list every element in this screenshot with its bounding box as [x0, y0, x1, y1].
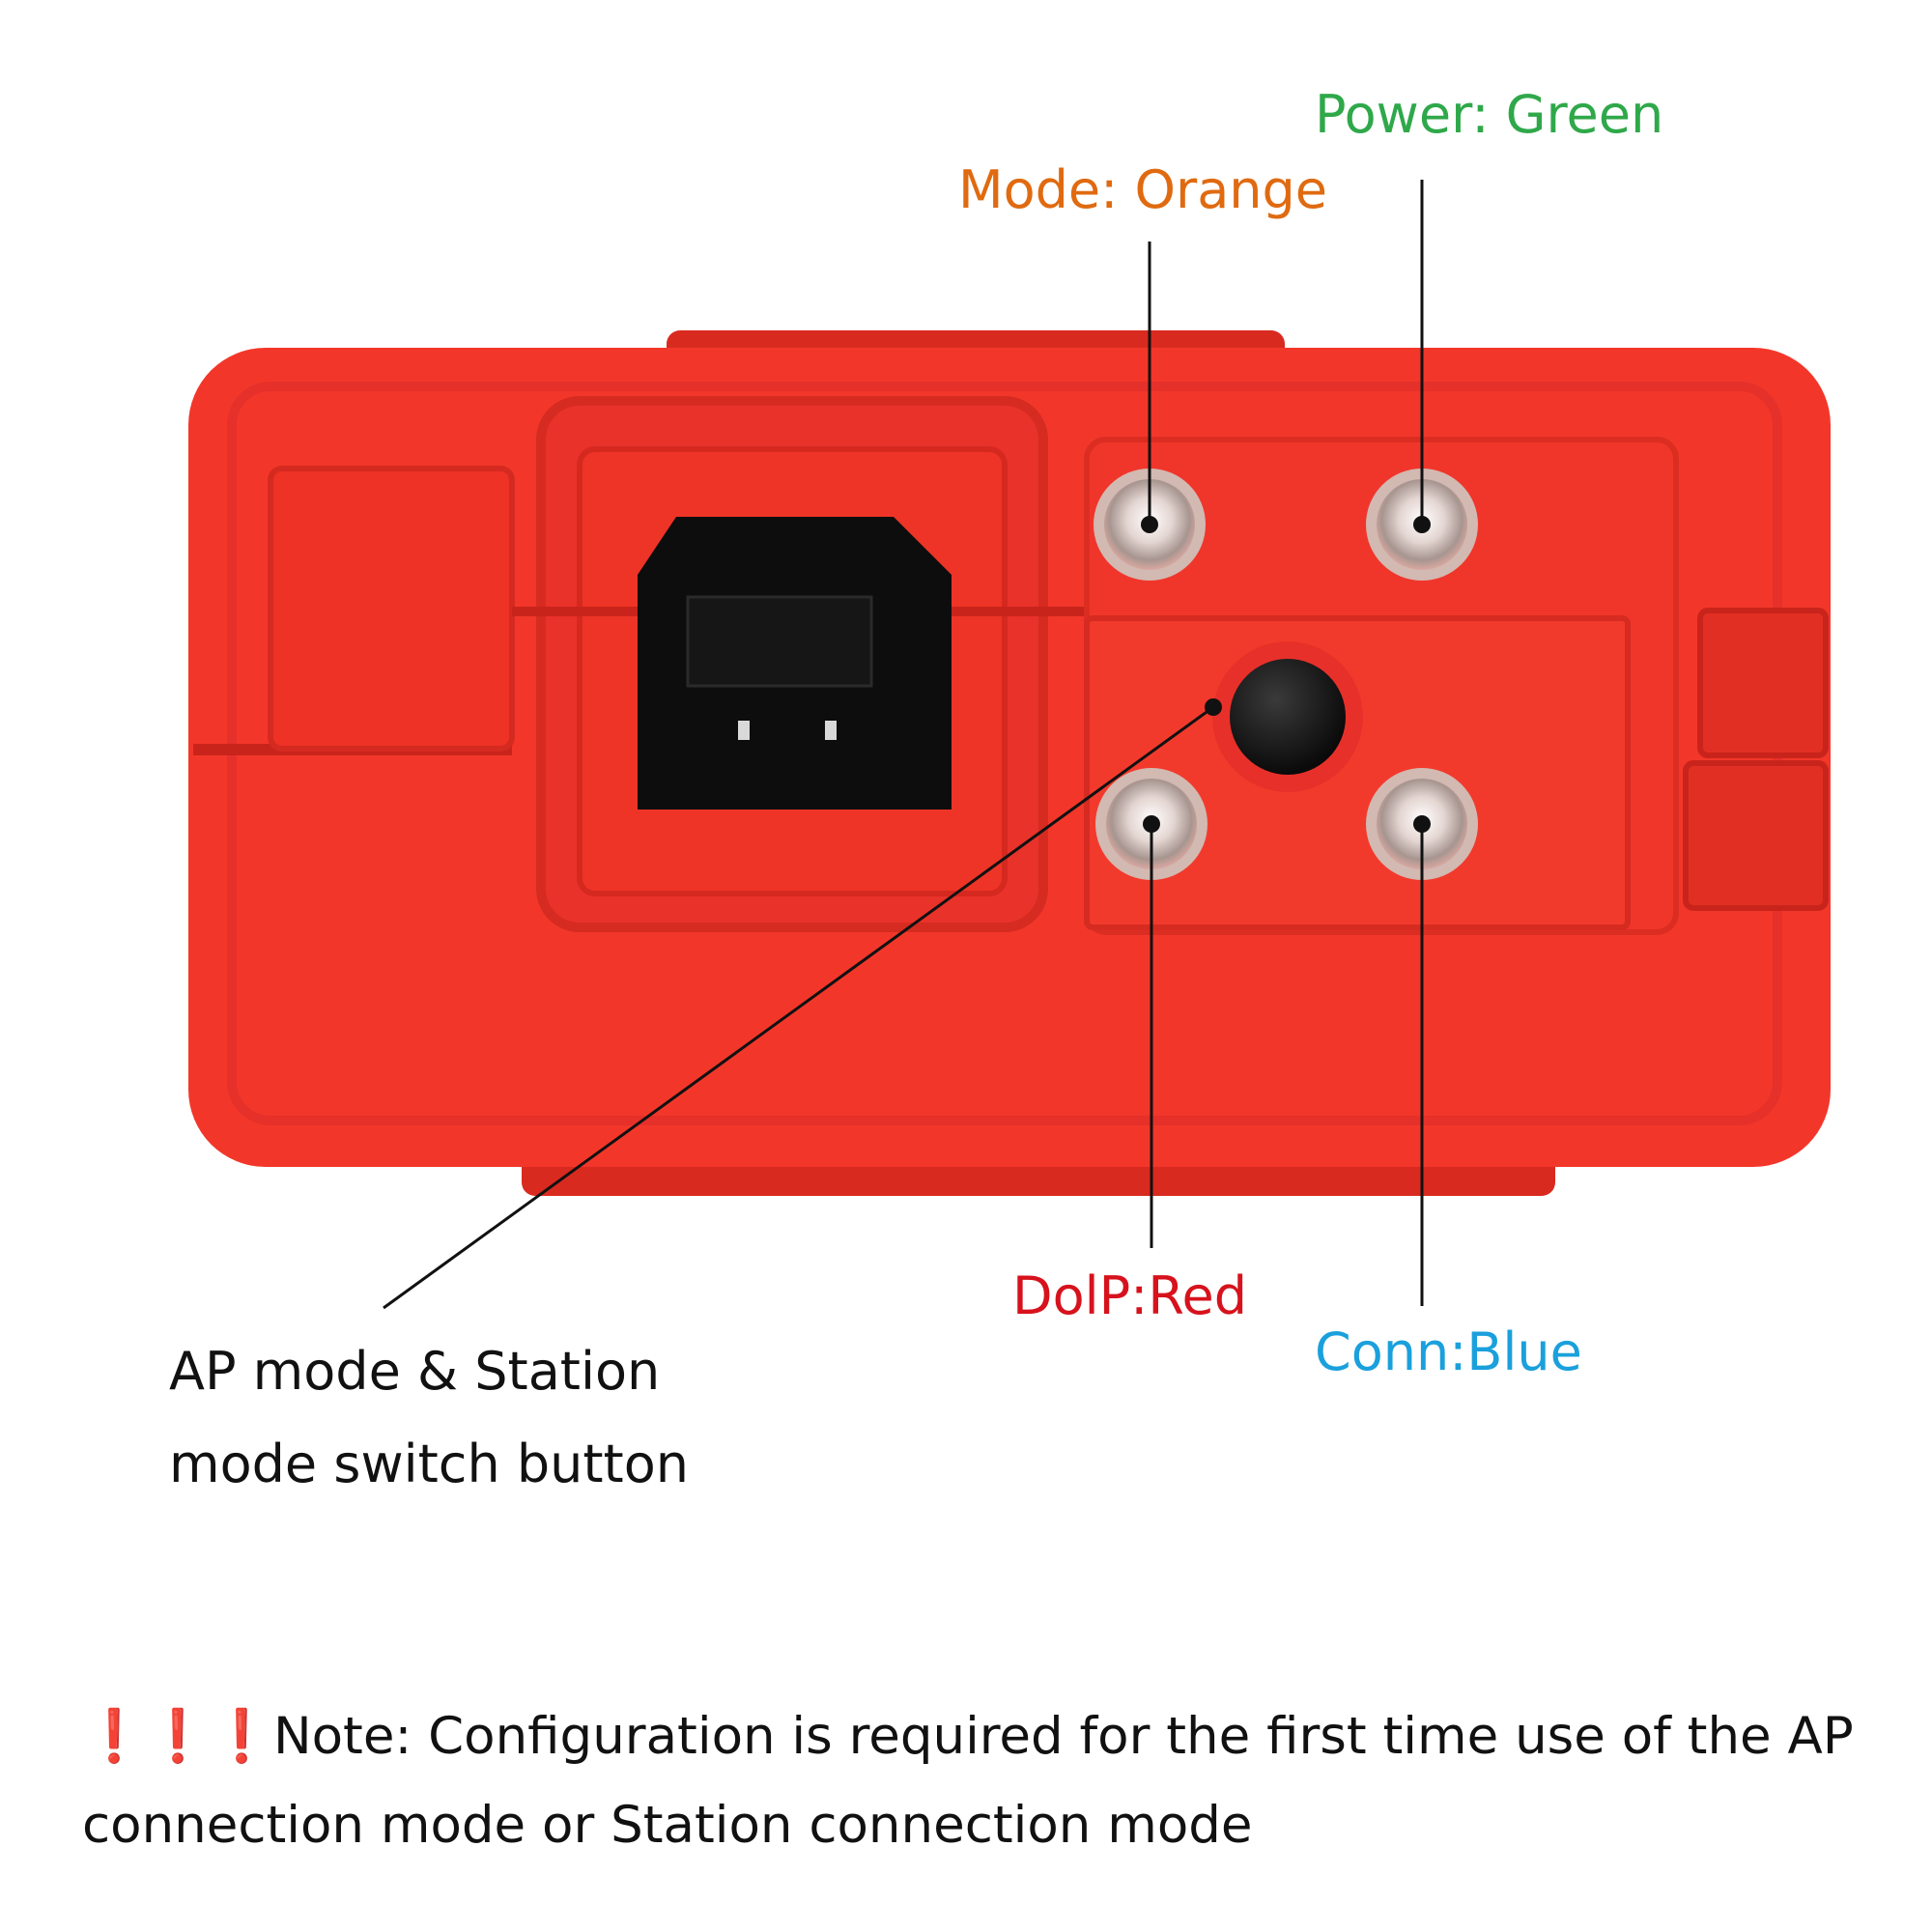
side-clip-lower [1686, 763, 1826, 908]
dolp-led-label: DolP:Red [1012, 1265, 1247, 1326]
left-panel [270, 469, 512, 749]
power-led-label: Power: Green [1315, 84, 1663, 145]
conn-led-label: Conn:Blue [1315, 1321, 1582, 1382]
ap-switch-label: AP mode & Station mode switch button [169, 1325, 768, 1511]
push-button-icon[interactable] [1230, 659, 1346, 775]
usb-b-pin-right [825, 721, 837, 740]
configuration-note: ❗❗❗Note: Configuration is required for t… [82, 1692, 1860, 1870]
warning-icon: ❗❗❗ [82, 1707, 273, 1766]
configuration-note-text: Note: Configuration is required for the … [82, 1707, 1854, 1855]
usb-b-port-tongue [688, 597, 871, 686]
leader-dot-ap-switch [1205, 698, 1222, 716]
ap-switch-label-line1: AP mode & Station [169, 1341, 660, 1402]
ap-switch-label-line2: mode switch button [169, 1434, 689, 1494]
usb-b-pin-left [738, 721, 750, 740]
mode-led-label: Mode: Orange [958, 159, 1327, 220]
side-clip-upper [1700, 611, 1826, 755]
